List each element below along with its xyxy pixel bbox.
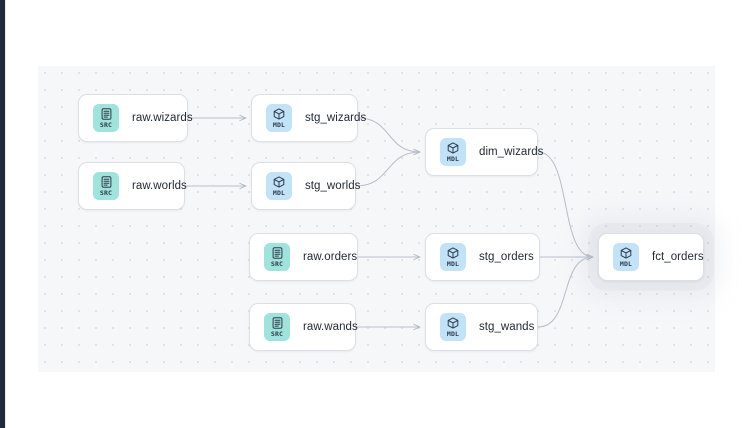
node-label: raw.wands	[303, 321, 358, 333]
node-kind-label: MDL	[446, 154, 460, 163]
graph-node-stg_orders[interactable]: MDL stg_orders	[425, 233, 540, 281]
node-label: raw.worlds	[132, 180, 187, 192]
node-label: fct_orders	[652, 251, 704, 263]
node-kind-label: SRC	[270, 259, 284, 268]
node-label: stg_worlds	[305, 180, 361, 192]
node-kind-label: SRC	[99, 188, 113, 197]
node-label: raw.orders	[303, 251, 358, 263]
graph-node-raw_wizards[interactable]: SRC raw.wizards	[78, 94, 193, 142]
node-kind-label: SRC	[270, 329, 284, 338]
graph-node-dim_wizards[interactable]: MDL dim_wizards	[425, 128, 543, 176]
cube-icon: MDL	[440, 138, 466, 166]
database-icon: SRC	[93, 172, 119, 200]
rail-divider	[5, 0, 6, 428]
node-kind-label: MDL	[272, 120, 286, 129]
node-kind-label: SRC	[99, 120, 113, 129]
node-label: stg_wands	[479, 321, 535, 333]
graph-node-stg_wizards[interactable]: MDL stg_wizards	[251, 94, 366, 142]
graph-node-stg_worlds[interactable]: MDL stg_worlds	[251, 162, 360, 210]
node-label: stg_wizards	[305, 112, 367, 124]
node-kind-label: MDL	[446, 259, 460, 268]
graph-node-raw_wands[interactable]: SRC raw.wands	[249, 303, 358, 351]
database-icon: SRC	[264, 313, 290, 341]
node-label: raw.wizards	[132, 112, 193, 124]
node-kind-label: MDL	[619, 259, 633, 268]
cube-icon: MDL	[266, 172, 292, 200]
cube-icon: MDL	[440, 313, 466, 341]
node-kind-label: MDL	[272, 188, 286, 197]
graph-node-fct_orders[interactable]: MDL fct_orders	[598, 233, 704, 281]
graph-node-raw_orders[interactable]: SRC raw.orders	[249, 233, 358, 281]
cube-icon: MDL	[266, 104, 292, 132]
node-label: stg_orders	[479, 251, 534, 263]
cube-icon: MDL	[613, 243, 639, 271]
node-label: dim_wizards	[479, 146, 544, 158]
graph-node-raw_worlds[interactable]: SRC raw.worlds	[78, 162, 187, 210]
database-icon: SRC	[93, 104, 119, 132]
node-kind-label: MDL	[446, 329, 460, 338]
database-icon: SRC	[264, 243, 290, 271]
cube-icon: MDL	[440, 243, 466, 271]
left-navigation-rail	[0, 0, 5, 428]
graph-node-stg_wands[interactable]: MDL stg_wands	[425, 303, 538, 351]
graph-canvas[interactable]	[38, 66, 715, 372]
